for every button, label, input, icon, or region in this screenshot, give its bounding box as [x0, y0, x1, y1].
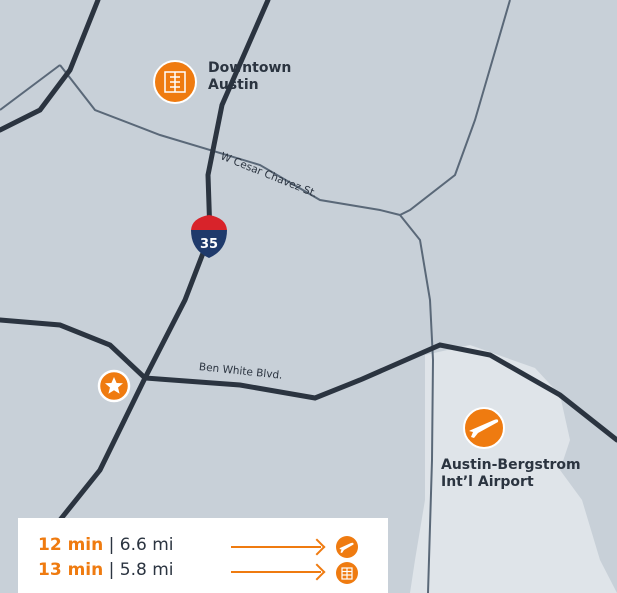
legend-time: 12 min — [38, 535, 104, 555]
legend-distance: 5.8 mi — [119, 560, 174, 580]
northeast-road — [399, 0, 511, 216]
interstate-shield: 35 — [191, 215, 227, 258]
legend-row-airport: 12 min | 6.6 mi — [38, 535, 174, 555]
travel-legend: 12 min | 6.6 mi 13 min | 5.8 mi — [18, 518, 388, 593]
legend-distance: 6.6 mi — [119, 535, 174, 555]
minor-roads — [0, 0, 511, 593]
downtown-marker[interactable] — [153, 60, 197, 104]
interstate-number: 35 — [200, 237, 218, 252]
arrow-right-icon — [231, 571, 321, 573]
building-icon — [336, 562, 358, 584]
west-minor-road — [0, 64, 61, 111]
airport-marker[interactable] — [463, 407, 505, 449]
legend-separator: | — [103, 560, 120, 580]
star-icon — [105, 377, 123, 394]
airplane-icon — [469, 419, 499, 438]
origin-marker[interactable] — [97, 369, 131, 403]
airport-label: Austin-Bergstrom Int’l Airport — [441, 457, 581, 491]
airport-label-line1: Austin-Bergstrom — [441, 457, 581, 473]
i35-highway — [57, 0, 271, 523]
legend-time: 13 min — [38, 560, 104, 580]
airport-access-road — [399, 214, 435, 593]
airport-label-line2: Int’l Airport — [441, 473, 534, 490]
interstate-shield-blue — [191, 230, 227, 258]
downtown-label-line2: Austin — [208, 76, 259, 93]
major-roads — [0, 0, 617, 523]
ben-white-blvd — [0, 317, 617, 443]
arrow-right-icon — [231, 546, 321, 548]
downtown-label-line1: Downtown — [208, 60, 292, 76]
legend-separator: | — [103, 535, 120, 555]
cesar-chavez-road — [59, 64, 401, 216]
legend-row-downtown: 13 min | 5.8 mi — [38, 560, 174, 580]
northwest-road — [0, 0, 101, 133]
airplane-icon — [336, 536, 358, 558]
interstate-shield-red — [191, 215, 227, 230]
downtown-label: Downtown Austin — [208, 60, 291, 94]
building-icon — [164, 71, 186, 93]
airport-area — [410, 345, 617, 593]
